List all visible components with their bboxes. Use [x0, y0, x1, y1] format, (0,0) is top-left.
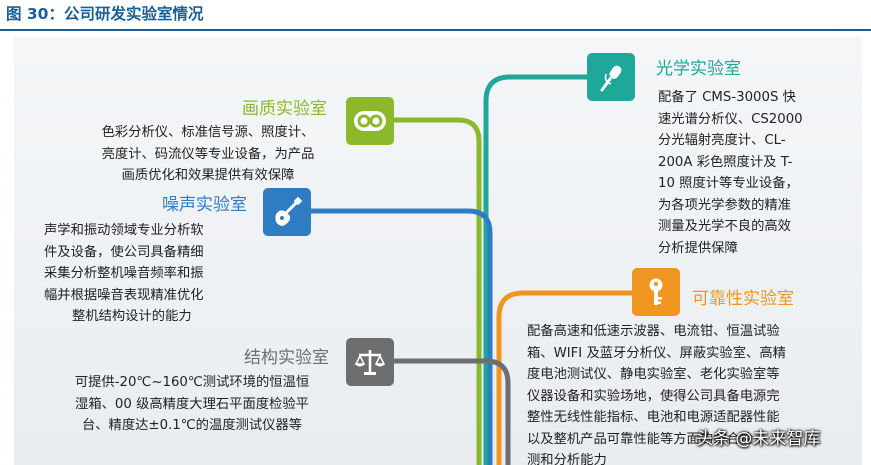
- diagram-canvas: 画质实验室 色彩分析仪、标准信号源、照度计、 亮度计、码流仪等专业设备，为产品 …: [0, 31, 871, 465]
- infinity-icon: [354, 111, 386, 131]
- description-line: 色彩分析仪、标准信号源、照度计、: [101, 125, 315, 140]
- figure-title: 图 30：公司研发实验室情况: [6, 5, 204, 23]
- balance-scale-icon: [354, 350, 386, 375]
- optical-lab-icon-box: [587, 53, 635, 101]
- reliability-lab-description: 配备高速和低速示波器、电流钳、恒温试验 箱、WIFI 及蓝牙分析仪、屏蔽实验室、…: [527, 321, 847, 465]
- picture-quality-lab-icon-box: [346, 97, 394, 145]
- noise-lab-description: 声学和振动领域专业分析软 件及设备，使公司具备精细 采集分析整机噪音频率和振 幅…: [44, 220, 284, 328]
- title-rule: [0, 29, 871, 31]
- description-line: 200A 彩色照度计及 T-: [658, 154, 793, 170]
- optical-lab-name: 光学实验室: [656, 59, 741, 79]
- structure-lab-name: 结构实验室: [244, 348, 329, 368]
- description-line: 箱、WIFI 及蓝牙分析仪、屏蔽实验室、高精: [527, 345, 786, 361]
- picture-quality-lab-description: 色彩分析仪、标准信号源、照度计、 亮度计、码流仪等专业设备，为产品 画质优化和效…: [76, 122, 340, 187]
- description-line: 测量及光学不良的高效: [658, 219, 791, 234]
- guitar-icon: [275, 196, 303, 226]
- description-line: 湿箱、00 级高精度大理石平面度检验平: [75, 396, 309, 412]
- description-line: 件及设备，使公司具备精细: [44, 244, 204, 260]
- description-line: 为各项光学参数的精准: [658, 197, 791, 213]
- description-line: 台、精度达±0.1℃的温度测试仪器等: [81, 418, 303, 433]
- description-line: 测和分析能力: [527, 453, 607, 465]
- description-line: 整性无线性能指标、电池和电源适配器性能: [527, 410, 780, 425]
- optical-lab-description: 配备了 CMS-3000S 快 速光谱分析仪、CS2000 分光辐射亮度计、CL…: [658, 87, 838, 259]
- picture-quality-lab-name: 画质实验室: [242, 99, 327, 119]
- connector-lines: [307, 74, 639, 465]
- key-icon: [649, 278, 663, 305]
- connector-noise: [307, 208, 493, 465]
- noise-lab-icon-box: [263, 188, 311, 236]
- description-line: 亮度计、码流仪等专业设备，为产品: [101, 146, 315, 162]
- connector-structure: [391, 358, 511, 465]
- background-panel: [14, 37, 862, 465]
- description-line: 仪器设备和实验场地，使得公司具备电源完: [527, 388, 780, 404]
- corner-mark: -: [846, 22, 851, 36]
- connector-reliability: [496, 290, 639, 465]
- reliability-lab-icon-box: [632, 268, 680, 316]
- watermark: 头条 @未来智库: [696, 429, 821, 449]
- description-line: 整机结构设计的能力: [72, 309, 192, 324]
- description-line: 可提供-20℃~160℃测试环境的恒温恒: [74, 375, 310, 390]
- description-line: 声学和振动领域专业分析软: [44, 223, 204, 238]
- description-line: 速光谱分析仪、CS2000: [658, 111, 803, 127]
- description-line: 10 照度计等专业设备，: [658, 176, 799, 191]
- description-line: 配备了 CMS-3000S 快: [658, 90, 796, 105]
- microphone-icon: [600, 65, 622, 92]
- description-line: 采集分析整机噪音频率和振: [44, 266, 204, 281]
- structure-lab-description: 可提供-20℃~160℃测试环境的恒温恒 湿箱、00 级高精度大理石平面度检验平…: [42, 372, 342, 437]
- description-line: 以及整机产品可靠性能等方面的综合检: [527, 431, 754, 447]
- connector-optical: [483, 74, 593, 465]
- description-line: 幅并根据噪音表现精准优化: [44, 287, 204, 303]
- description-line: 分光辐射亮度计、CL-: [658, 133, 786, 148]
- noise-lab-name: 噪声实验室: [162, 195, 247, 215]
- description-line: 度电池测试仪、静电实验室、老化实验室等: [527, 367, 780, 382]
- description-line: 配备高速和低速示波器、电流钳、恒温试验: [527, 324, 780, 339]
- structure-lab-icon-box: [346, 338, 394, 386]
- description-line: 画质优化和效果提供有效保障: [121, 168, 295, 183]
- connector-picture-quality: [391, 117, 482, 465]
- reliability-lab-name: 可靠性实验室: [692, 289, 794, 309]
- description-line: 分析提供保障: [658, 240, 738, 256]
